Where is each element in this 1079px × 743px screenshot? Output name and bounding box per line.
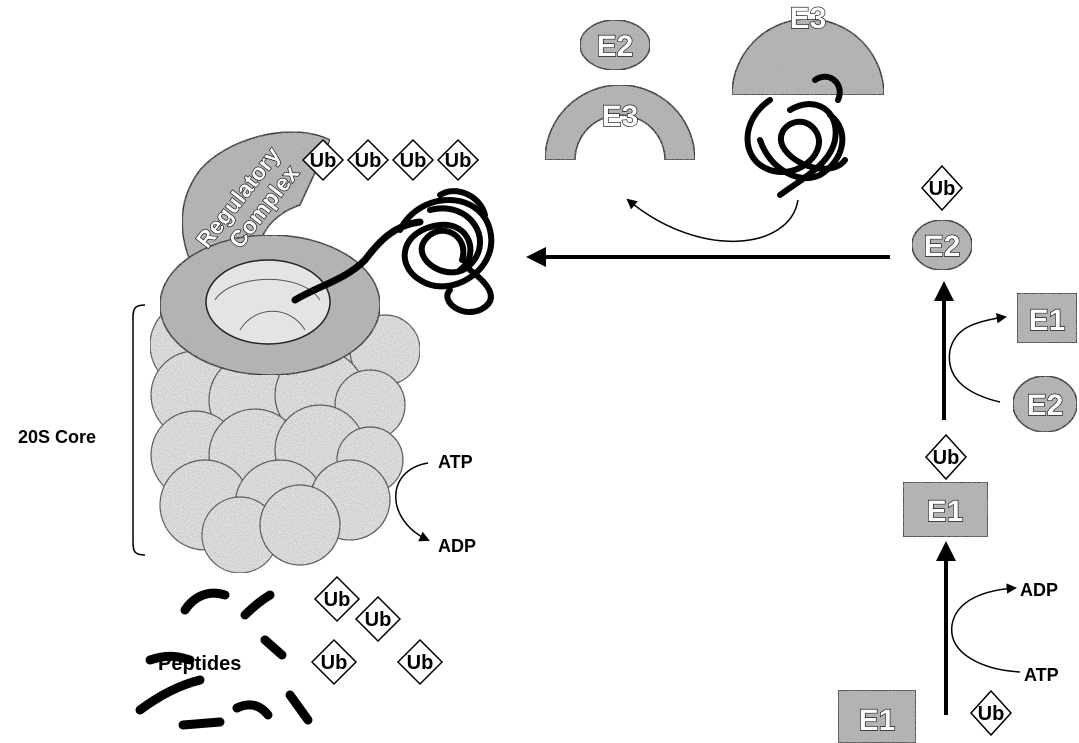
atp-label-e1: ATP (1024, 665, 1059, 685)
e1-free: E1 (838, 690, 916, 743)
free-ub: Ub (312, 640, 356, 684)
ub-on-e1: Ub (926, 435, 966, 479)
svg-text:Ub: Ub (324, 589, 351, 611)
ub-tag: Ub (438, 140, 478, 180)
e2-released: E2 (580, 20, 650, 70)
svg-text:Ub: Ub (933, 447, 960, 469)
ub-tag: Ub (393, 140, 433, 180)
e2-free: E2 (1013, 376, 1077, 432)
e1-charged: E1 (903, 482, 988, 537)
atp-label-proteasome: ATP (438, 452, 473, 472)
adp-label-proteasome: ADP (438, 536, 476, 556)
svg-text:E1: E1 (859, 704, 896, 737)
svg-text:E3: E3 (790, 2, 827, 35)
svg-text:Ub: Ub (355, 150, 382, 172)
e1-released: E1 (1017, 293, 1077, 343)
e1-atp-arrow (952, 588, 1020, 672)
peptides-label: Peptides (158, 653, 241, 675)
svg-text:Ub: Ub (445, 150, 472, 172)
ub-tag: Ub (348, 140, 388, 180)
svg-text:Ub: Ub (400, 150, 427, 172)
svg-text:Ub: Ub (929, 178, 956, 200)
atp-hydrolysis-arrow (396, 463, 428, 540)
svg-text:Ub: Ub (407, 652, 434, 674)
svg-text:E1: E1 (1029, 304, 1066, 337)
core-label: 20S Core (18, 427, 96, 447)
e2-exchange-arrow (949, 317, 1005, 402)
e3-substrate-complex: E3 (732, 2, 884, 95)
svg-text:E2: E2 (924, 230, 961, 263)
core-bracket (133, 305, 145, 555)
ubiquitinated-substrate (400, 191, 491, 312)
ub-on-e2: Ub (922, 166, 962, 210)
free-ub: Ub (315, 577, 359, 621)
svg-text:Ub: Ub (310, 150, 337, 172)
ub-free-bottom: Ub (971, 691, 1011, 735)
svg-text:E2: E2 (597, 30, 634, 63)
svg-text:E2: E2 (1027, 389, 1064, 422)
e2-charged: E2 (912, 220, 972, 270)
regulatory-complex: Regulatory Complex (160, 132, 380, 375)
polyubiquitin-chain: Ub Ub Ub Ub (303, 140, 478, 180)
svg-text:E1: E1 (927, 495, 964, 528)
svg-text:Ub: Ub (321, 652, 348, 674)
svg-text:Ub: Ub (978, 703, 1005, 725)
adp-label-e1: ADP (1020, 580, 1058, 600)
release-arrow (628, 200, 798, 241)
free-ub: Ub (398, 640, 442, 684)
svg-text:E3: E3 (602, 100, 639, 133)
svg-text:Ub: Ub (365, 609, 392, 631)
free-ub: Ub (356, 597, 400, 641)
e3-released: E3 (545, 85, 695, 160)
